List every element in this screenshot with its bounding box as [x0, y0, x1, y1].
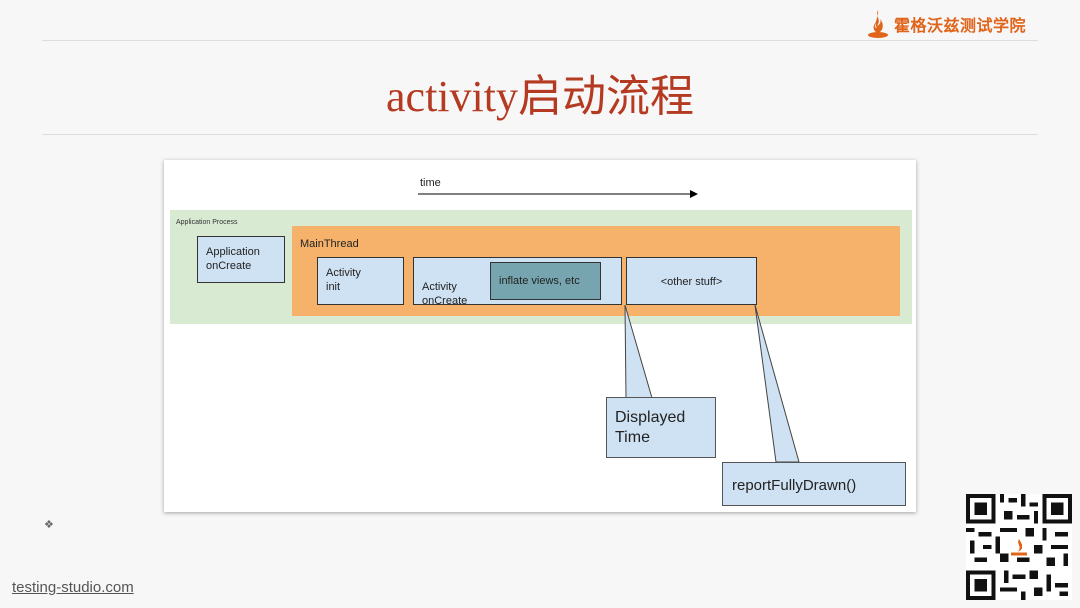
top-divider — [42, 40, 1038, 41]
application-process-label: Application Process — [176, 219, 238, 226]
callout-pointers — [624, 304, 800, 463]
activity-oncreate-label: Activity onCreate — [422, 281, 468, 307]
time-arrow-icon — [418, 190, 698, 198]
logo-text: 霍格沃兹测试学院 — [894, 16, 1027, 35]
report-fully-drawn-callout: reportFullyDrawn() — [722, 462, 906, 506]
bullet-icon: ❖ — [44, 519, 54, 531]
time-label: time — [420, 177, 441, 189]
displayed-time-callout: Displayed Time — [606, 397, 716, 458]
title-divider — [42, 134, 1038, 135]
activity-init-box: Activity init — [317, 257, 404, 305]
qr-code-icon — [966, 494, 1072, 600]
brand-logo: 霍格沃兹测试学院 — [866, 8, 1026, 40]
flame-logo-icon — [868, 10, 888, 38]
diagram-card: time Application Process Application onC… — [164, 160, 916, 512]
other-stuff-box: <other stuff> — [626, 257, 757, 305]
main-thread-label: MainThread — [300, 238, 359, 250]
inflate-views-box: inflate views, etc — [490, 262, 601, 300]
slide-title: activity启动流程 — [386, 72, 694, 121]
site-link[interactable]: testing-studio.com — [12, 579, 134, 596]
application-oncreate-box: Application onCreate — [197, 236, 285, 283]
